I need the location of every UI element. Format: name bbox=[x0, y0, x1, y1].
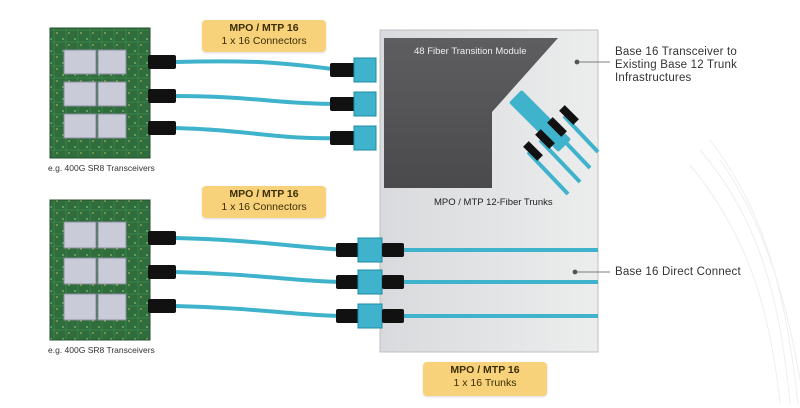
callout-transition-line2: Existing Base 12 Trunk bbox=[615, 59, 738, 71]
connector-bottom-left-2 bbox=[148, 265, 176, 279]
cable-top-1 bbox=[174, 59, 341, 72]
background-swirl bbox=[689, 139, 800, 404]
badge-top-line1: MPO / MTP 16 bbox=[229, 22, 299, 34]
connector-top-left-2 bbox=[148, 89, 176, 103]
transceiver-board-bottom bbox=[49, 199, 151, 341]
connector-top-right-3 bbox=[330, 131, 356, 145]
callout-transition-line3: Infrastructures bbox=[615, 72, 692, 84]
badge-middle-line1: MPO / MTP 16 bbox=[229, 188, 299, 200]
adapter-bottom-1 bbox=[357, 237, 383, 263]
connector-bottom-right-2 bbox=[336, 275, 360, 289]
connector-bottom-right-1 bbox=[336, 243, 360, 257]
connector-top-right-1 bbox=[330, 63, 356, 77]
callout-transition: Base 16 Transceiver to Existing Base 12 … bbox=[615, 46, 737, 85]
connector-bottom-left-3 bbox=[148, 299, 176, 313]
transition-module bbox=[384, 38, 558, 188]
badge-middle-connectors: MPO / MTP 16 1 x 16 Connectors bbox=[202, 186, 326, 218]
connector-top-right-2 bbox=[330, 97, 356, 111]
badge-middle-line2: 1 x 16 Connectors bbox=[221, 201, 307, 213]
adapter-top-2 bbox=[353, 91, 377, 117]
cable-bottom-1 bbox=[174, 236, 351, 252]
transceiver-caption-top: e.g. 400G SR8 Transceivers bbox=[48, 163, 155, 173]
module-title: 48 Fiber Transition Module bbox=[414, 46, 527, 57]
callout-transition-line1: Base 16 Transceiver to bbox=[615, 46, 738, 58]
cable-top-2 bbox=[174, 94, 341, 106]
connector-bottom-right-3 bbox=[336, 309, 360, 323]
cable-bottom-3 bbox=[174, 304, 351, 318]
adapter-bottom-3 bbox=[357, 303, 383, 329]
transceiver-caption-bottom: e.g. 400G SR8 Transceivers bbox=[48, 345, 155, 355]
transceiver-board-top bbox=[49, 27, 151, 159]
badge-bottom-line2: 1 x 16 Trunks bbox=[453, 377, 517, 389]
callout-direct-line1: Base 16 Direct Connect bbox=[615, 266, 741, 278]
diagonal-trunks bbox=[509, 90, 600, 196]
callout-lines bbox=[572, 59, 610, 275]
cable-top-3 bbox=[174, 126, 341, 141]
cable-bottom-2 bbox=[174, 270, 351, 284]
connector-bottom-left-1 bbox=[148, 231, 176, 245]
badge-top-connectors: MPO / MTP 16 1 x 16 Connectors bbox=[202, 20, 326, 52]
trunks-title: MPO / MTP 12-Fiber Trunks bbox=[434, 197, 553, 208]
adapter-top-3 bbox=[353, 125, 377, 151]
badge-bottom-line1: MPO / MTP 16 bbox=[450, 364, 520, 376]
adapter-top-1 bbox=[353, 57, 377, 83]
connector-top-left-3 bbox=[148, 121, 176, 135]
connector-top-left-1 bbox=[148, 55, 176, 69]
callout-direct: Base 16 Direct Connect bbox=[615, 266, 741, 279]
top-cable-group bbox=[148, 55, 377, 151]
badge-bottom-trunks: MPO / MTP 16 1 x 16 Trunks bbox=[423, 362, 547, 396]
bottom-cable-group bbox=[148, 231, 598, 329]
adapter-bottom-2 bbox=[357, 269, 383, 295]
badge-top-line2: 1 x 16 Connectors bbox=[221, 35, 307, 47]
